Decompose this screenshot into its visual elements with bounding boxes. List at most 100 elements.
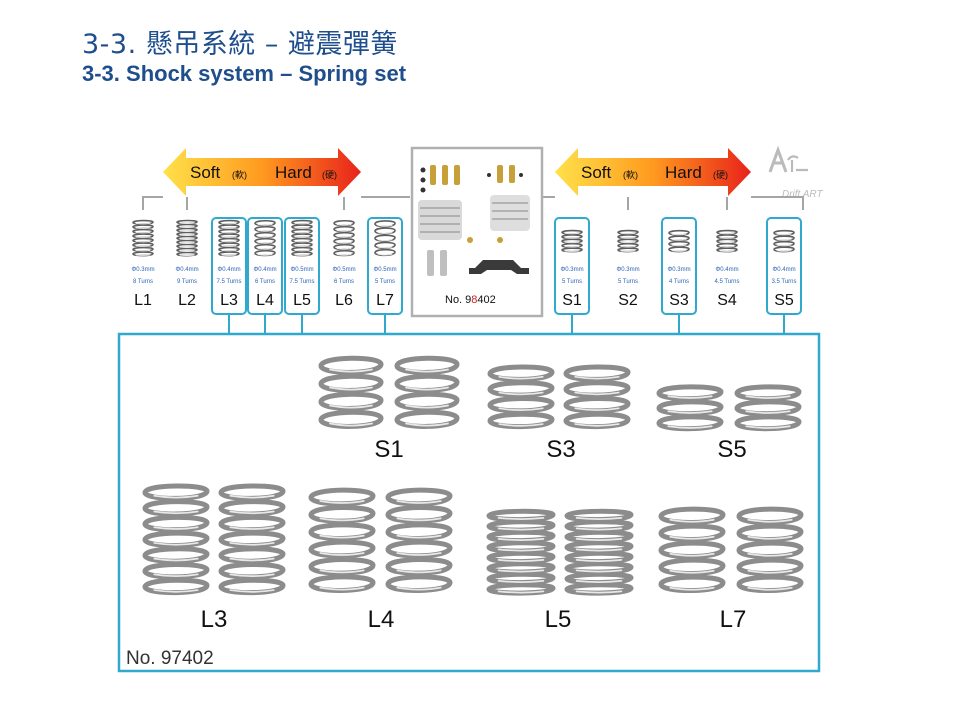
spring-wire-spec: Φ0.3mm: [616, 267, 639, 273]
spring-photo-label: L7: [720, 606, 747, 633]
connector-lines: [228, 314, 785, 334]
spring-icon: [716, 229, 738, 253]
spring-icon: [176, 219, 198, 257]
kit-number-label: No. 98402: [445, 294, 496, 306]
spring-photo-label: S5: [717, 436, 746, 463]
spring-coil: [564, 508, 634, 596]
spring-icon: [254, 219, 276, 257]
spring-turns-spec: 5 Turns: [618, 279, 638, 285]
spring-photo-s1: S1: [318, 355, 460, 463]
spring-photo-label: S1: [374, 436, 403, 463]
spring-coil: [658, 506, 726, 593]
left-hardness-arrow: Soft (軟) Hard (硬): [163, 148, 361, 196]
spring-wire-spec: Φ0.4mm: [175, 267, 198, 273]
spring-label: L3: [220, 292, 238, 309]
spring-photo-s5: S5: [656, 384, 802, 463]
spring-turns-spec: 9 Turns: [177, 279, 197, 285]
spring-label: L2: [178, 292, 196, 309]
spring-icon: [218, 219, 240, 257]
spring-turns-spec: 6 Turns: [255, 279, 275, 285]
right-hardness-arrow: Soft (軟) Hard (硬): [555, 148, 751, 196]
spring-icon: [617, 229, 639, 253]
spring-photo-label: L3: [201, 606, 228, 633]
spring-wire-spec: Φ0.4mm: [715, 267, 738, 273]
spring-icon: [132, 219, 154, 257]
soft-label: Soft: [581, 163, 612, 182]
spring-photo-l5: L5: [486, 508, 634, 633]
spring-icon: [773, 229, 795, 253]
spring-label: L7: [376, 292, 394, 309]
spring-coil: [385, 487, 453, 593]
spring-turns-spec: 7.5 Turns: [216, 279, 241, 285]
spring-coil: [656, 384, 724, 432]
spring-wire-spec: Φ0.4mm: [772, 267, 795, 273]
spring-coil: [218, 483, 286, 596]
top-bracket-lines: [142, 196, 804, 210]
spring-turns-spec: 4 Turns: [669, 279, 689, 285]
page-title-chinese: 3-3. 懸吊系統 – 避震彈簧: [82, 29, 398, 60]
spring-icon: [291, 219, 313, 257]
spring-wire-spec: Φ0.4mm: [217, 267, 240, 273]
spring-turns-spec: 4.5 Turns: [714, 279, 739, 285]
spring-coil: [308, 487, 376, 593]
spring-turns-spec: 8 Turns: [133, 279, 153, 285]
spring-wire-spec: Φ0.3mm: [667, 267, 690, 273]
hard-zh-label: (硬): [322, 170, 337, 180]
spring-coil: [486, 508, 556, 596]
spring-wire-spec: Φ0.5mm: [332, 267, 355, 273]
spring-coil: [394, 355, 460, 429]
product-number: No. 97402: [126, 648, 214, 669]
spring-coil: [318, 355, 384, 429]
spring-wire-spec: Φ0.5mm: [290, 267, 313, 273]
spring-icon: [374, 220, 396, 257]
spring-coil: [736, 506, 804, 593]
spring-turns-spec: 3.5 Turns: [771, 279, 796, 285]
soft-label: Soft: [190, 163, 221, 182]
spring-label: L1: [134, 292, 152, 309]
spring-label: S2: [618, 292, 638, 309]
hard-zh-label: (硬): [713, 170, 728, 180]
drift-art-logo: Drift ART: [768, 145, 823, 200]
spring-photo-l7: L7: [658, 506, 804, 633]
hard-label: Hard: [665, 163, 702, 182]
spring-coil: [487, 364, 555, 430]
spring-icon: [333, 219, 355, 257]
spring-photo-s3: S3: [487, 364, 631, 463]
spring-label: S1: [562, 292, 582, 309]
spring-label: S3: [669, 292, 689, 309]
page-title-english: 3-3. Shock system – Spring set: [82, 61, 407, 86]
spring-photo-label: S3: [546, 436, 575, 463]
hard-label: Hard: [275, 163, 312, 182]
spring-photo-frame: [117, 332, 821, 673]
brand-text: Drift ART: [782, 189, 823, 200]
spring-label: L5: [293, 292, 311, 309]
soft-zh-label: (軟): [232, 169, 247, 180]
soft-zh-label: (軟): [623, 169, 638, 180]
spring-photo-l4: L4: [308, 487, 453, 633]
spring-wire-spec: Φ0.3mm: [560, 267, 583, 273]
spring-turns-spec: 7.5 Turns: [289, 279, 314, 285]
spring-coil: [563, 364, 631, 430]
spring-label: S5: [774, 292, 794, 309]
spring-coil: [734, 384, 802, 432]
spring-label: S4: [717, 292, 737, 309]
spring-icon: [668, 229, 690, 253]
spring-wire-spec: Φ0.3mm: [131, 267, 154, 273]
spring-turns-spec: 6 Turns: [334, 279, 354, 285]
spring-coil: [142, 483, 210, 596]
spring-turns-spec: 5 Turns: [375, 279, 395, 285]
